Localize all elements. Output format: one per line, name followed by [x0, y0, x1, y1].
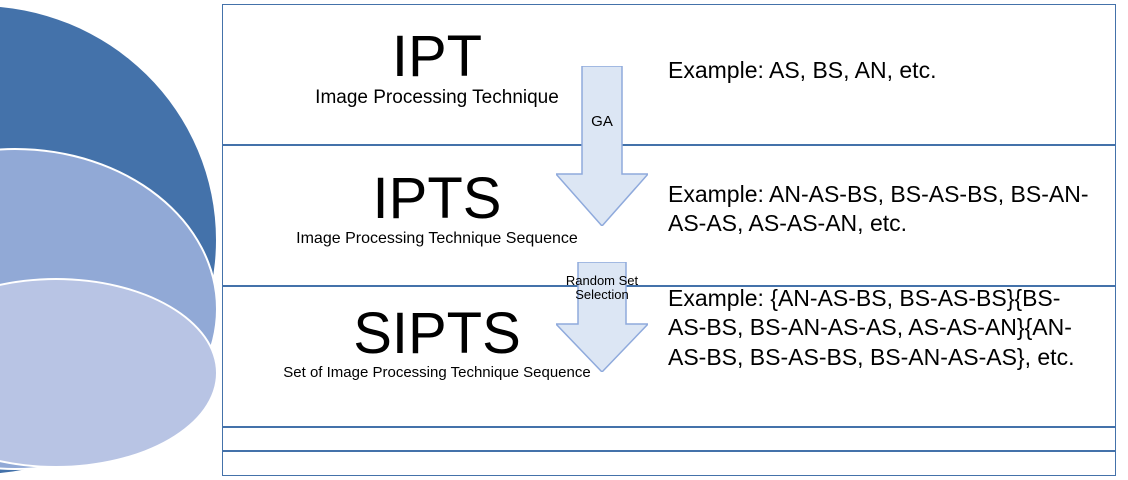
band-ipts	[222, 145, 1116, 286]
down-arrow-ga-icon: GA	[556, 66, 648, 226]
level-1-expansion: Image Processing Technique	[315, 87, 559, 108]
down-arrow-random-set-selection-icon: Random Set Selection	[556, 262, 648, 372]
level-3-expansion: Set of Image Processing Technique Sequen…	[283, 364, 591, 381]
level-3-example: Example: {AN-AS-BS, BS-AS-BS}{BS-AS-BS, …	[668, 285, 1075, 370]
level-1-acronym: IPT	[391, 24, 483, 89]
arrow-ga-label: GA	[591, 113, 613, 130]
level-1-label-block: IPT Image Processing Technique	[222, 28, 652, 109]
level-3-label-block: SIPTS Set of Image Processing Technique …	[222, 305, 652, 382]
level-1-example: Example: AS, BS, AN, etc.	[668, 57, 937, 83]
level-3-acronym: SIPTS	[353, 301, 521, 366]
level-2-acronym: IPTS	[372, 166, 502, 231]
band-spacer-1	[222, 427, 1116, 451]
level-2-example: Example: AN-AS-BS, BS-AS-BS, BS-AN-AS-AS…	[668, 181, 1089, 237]
level-2-expansion: Image Processing Technique Sequence	[296, 230, 578, 247]
band-ipt	[222, 4, 1116, 145]
arrow-random-set-selection-label: Random Set Selection	[565, 273, 639, 303]
level-2-label-block: IPTS Image Processing Technique Sequence	[222, 170, 652, 248]
band-spacer-2	[222, 451, 1116, 476]
concentric-discs-group	[0, 0, 222, 480]
band-sipts	[222, 286, 1116, 427]
